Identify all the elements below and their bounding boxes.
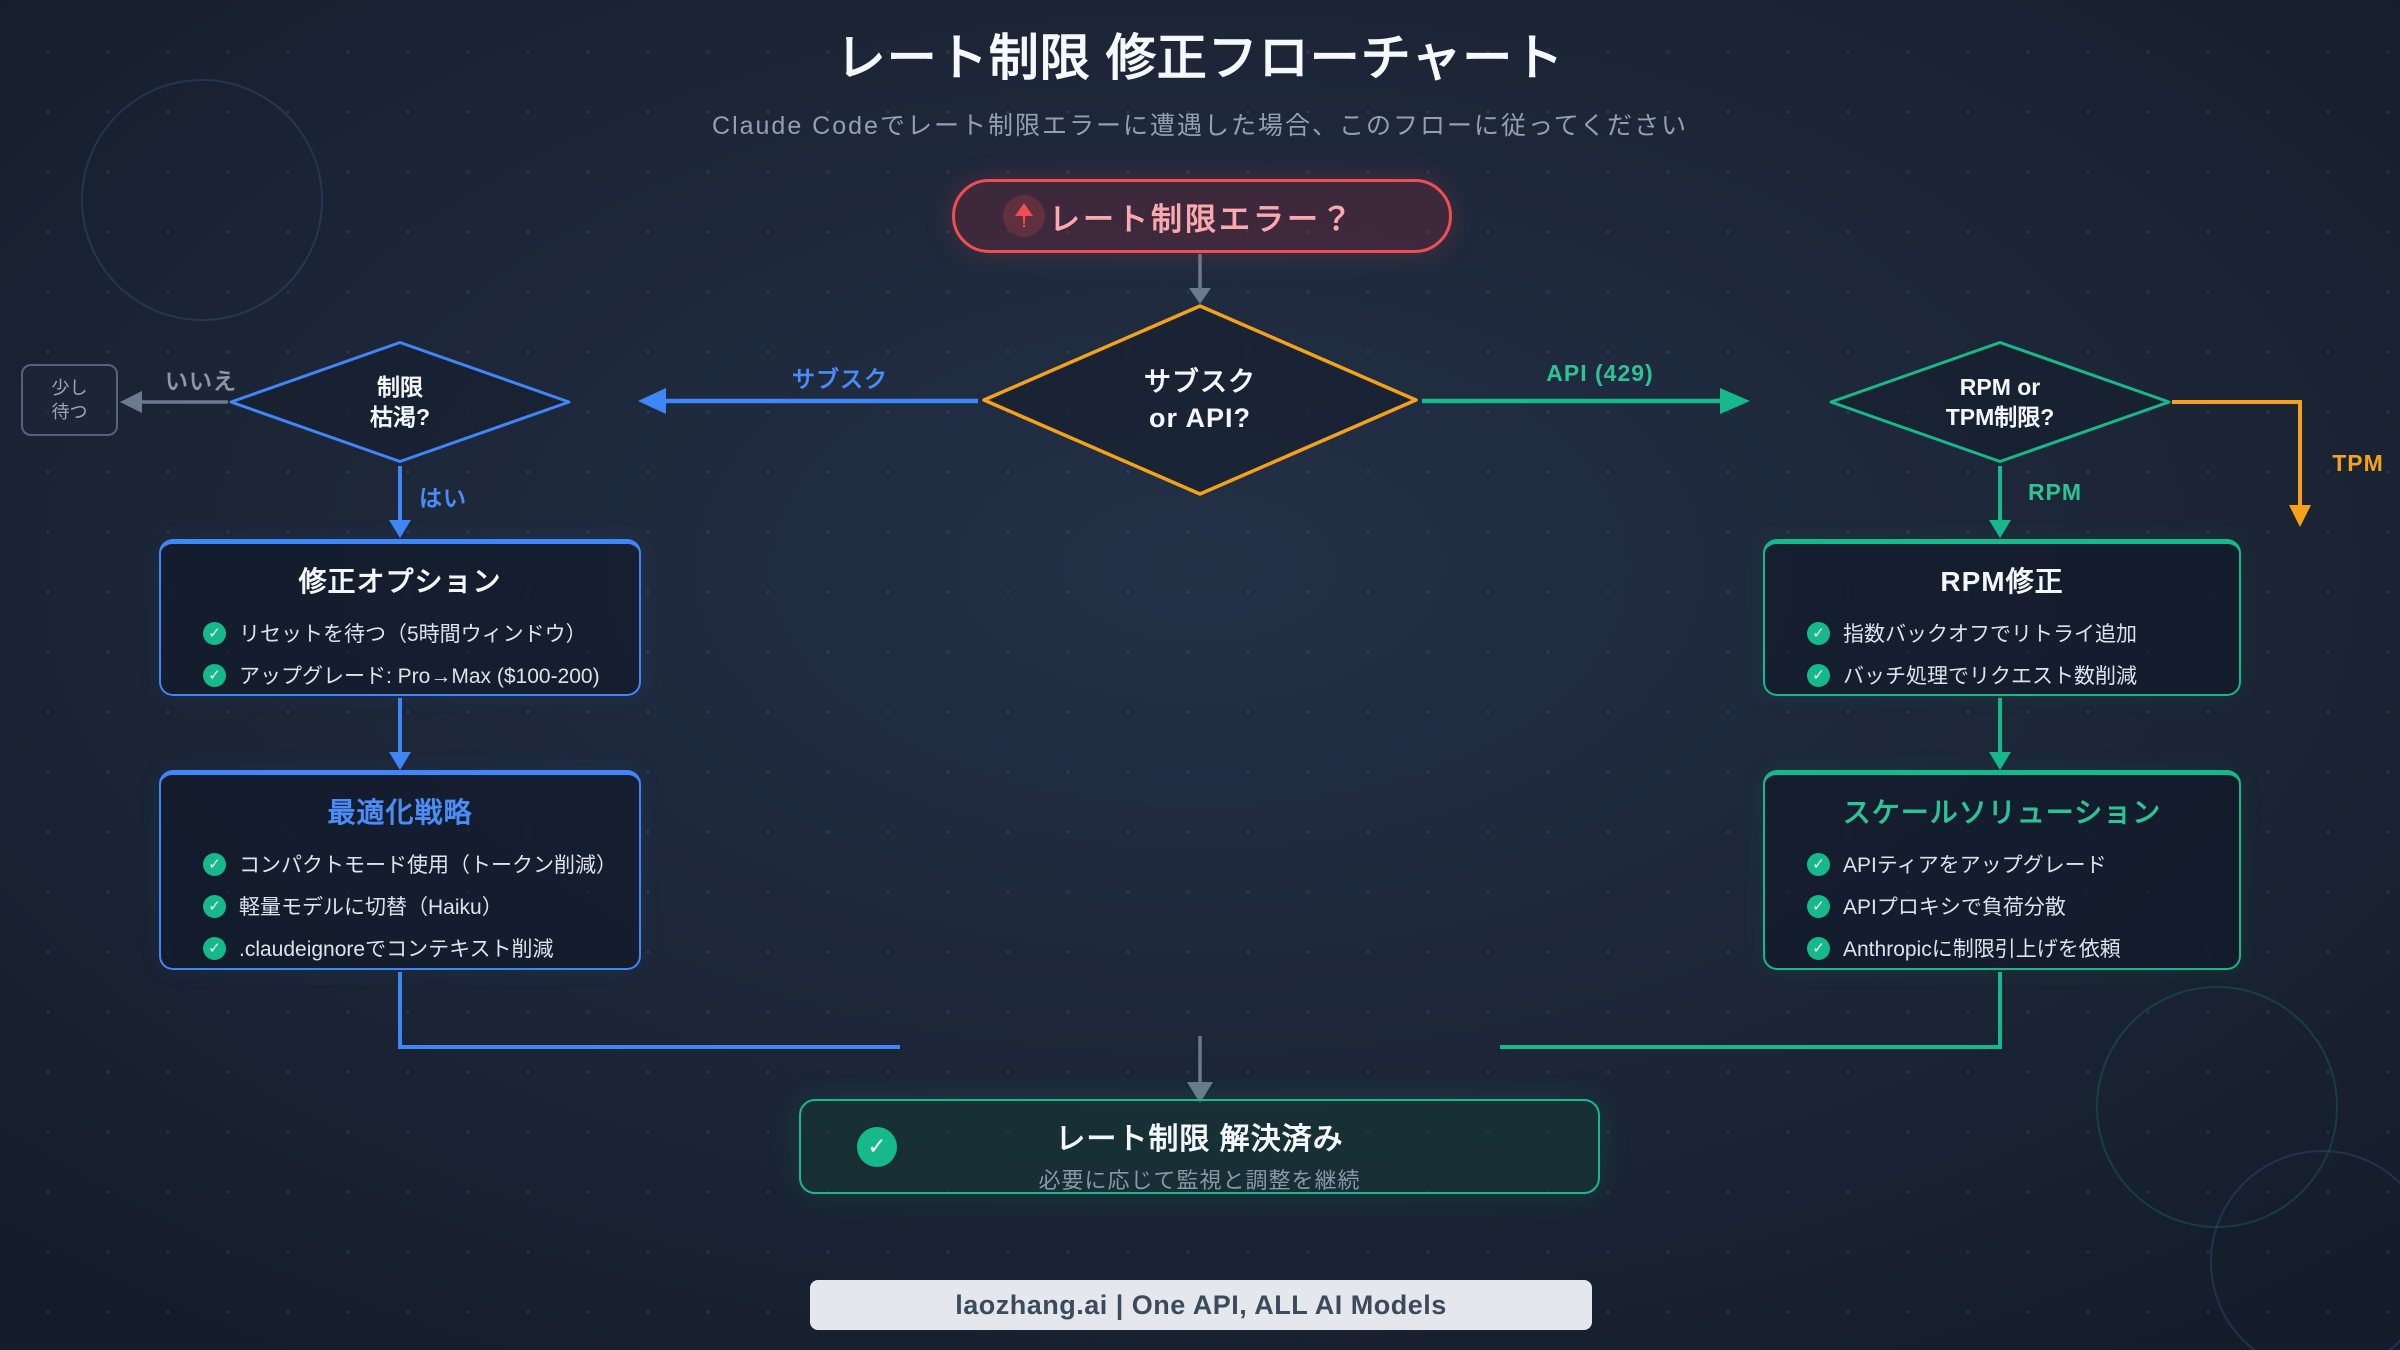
decision-left-line1: 制限	[377, 374, 423, 400]
decision-right-line2: TPM制限?	[1945, 404, 2055, 430]
connector-main-to-right	[1422, 388, 1750, 414]
success-check-icon: ✓	[857, 1126, 897, 1167]
start-node-label: レート制限エラー？	[1049, 201, 1355, 237]
decision-subscription-or-api: サブスク or API?	[980, 303, 1420, 497]
connector-left-to-fixoptions	[389, 466, 411, 538]
connector-left-to-wait	[120, 391, 228, 413]
box-fix-options-title: 修正オプション	[298, 566, 502, 597]
list-item-text: リセットを待つ（5時間ウィンドウ）	[239, 623, 587, 646]
connector-main-to-left	[638, 388, 978, 414]
list-item: ✓ .claudeignoreでコンテキスト削減	[161, 927, 639, 969]
wait-node-line2: 待つ	[51, 402, 88, 422]
edge-label-subscription: サブスク	[792, 366, 888, 392]
decision-left-line2: 枯渇?	[369, 404, 431, 430]
list-item: ✓ 指数バックオフでリトライ追加	[1765, 612, 2239, 654]
connector-tpm-branch	[2172, 400, 2311, 527]
edge-label-tpm: TPM	[2332, 450, 2384, 476]
check-circle-icon: ✓	[1807, 621, 1830, 645]
page-title: レート制限 修正フローチャート	[835, 30, 1565, 86]
connector-right-to-rpmfix	[1989, 466, 2011, 538]
wait-node: 少し 待つ	[21, 364, 118, 436]
resolved-title: レート制限 解決済み	[1055, 1123, 1344, 1156]
check-circle-icon: ✓	[1807, 936, 1830, 960]
list-item-text: Anthropicに制限引上げを依頼	[1843, 938, 2121, 961]
wait-node-line1: 少し	[51, 378, 88, 398]
start-node-rate-limit-error: ! レート制限エラー？	[952, 179, 1452, 253]
list-item-text: APIプロキシで負荷分散	[1843, 896, 2066, 919]
check-circle-icon: ✓	[1807, 852, 1830, 876]
list-item: ✓ リセットを待つ（5時間ウィンドウ）	[161, 612, 639, 654]
resolved-node: ✓ レート制限 解決済み 必要に応じて監視と調整を継続	[799, 1099, 1600, 1194]
connector-merge-to-resolved	[1187, 1036, 1213, 1103]
list-item-text: バッチ処理でリクエスト数削減	[1843, 665, 2137, 688]
check-circle-icon: ✓	[203, 663, 226, 687]
list-item-text: 指数バックオフでリトライ追加	[1843, 623, 2137, 646]
list-item-text: .claudeignoreでコンテキスト削減	[239, 938, 554, 961]
list-item-text: コンパクトモード使用（トークン削減）	[239, 854, 617, 877]
resolved-subtitle: 必要に応じて監視と調整を継続	[1038, 1168, 1361, 1193]
check-circle-icon: ✓	[203, 936, 226, 960]
box-scale-solutions: スケールソリューション ✓ APIティアをアップグレード ✓ APIプロキシで負…	[1763, 770, 2241, 970]
connector-optimization-merge	[398, 972, 900, 1049]
decision-right-line1: RPM or	[1959, 374, 2041, 400]
edge-label-api-429: API (429)	[1546, 360, 1654, 386]
decision-main-line2: or API?	[1148, 403, 1251, 433]
list-item-text: APIティアをアップグレード	[1843, 854, 2107, 877]
list-item: ✓ 軽量モデルに切替（Haiku）	[161, 885, 639, 927]
box-fix-options: 修正オプション ✓ リセットを待つ（5時間ウィンドウ） ✓ アップグレード: P…	[159, 539, 641, 696]
decision-limit-exhausted: 制限 枯渇?	[228, 340, 572, 464]
connector-rpmfix-to-scale	[1989, 698, 2011, 770]
list-item: ✓ APIティアをアップグレード	[1765, 843, 2239, 885]
list-item: ✓ コンパクトモード使用（トークン削減）	[161, 843, 639, 885]
check-circle-icon: ✓	[1807, 663, 1830, 687]
list-item: ✓ アップグレード: Pro→Max ($100-200)	[161, 654, 639, 696]
check-circle-icon: ✓	[203, 894, 226, 918]
edge-label-no: いいえ	[165, 368, 237, 394]
list-item-text: アップグレード: Pro→Max ($100-200)	[239, 665, 600, 688]
decision-rpm-or-tpm: RPM or TPM制限?	[1828, 340, 2172, 464]
box-optimization-strategy: 最適化戦略 ✓ コンパクトモード使用（トークン削減） ✓ 軽量モデルに切替（Ha…	[159, 770, 641, 970]
decision-main-line1: サブスク	[1144, 367, 1256, 397]
list-item: ✓ APIプロキシで負荷分散	[1765, 885, 2239, 927]
list-item-text: 軽量モデルに切替（Haiku）	[239, 896, 503, 919]
list-item: ✓ バッチ処理でリクエスト数削減	[1765, 654, 2239, 696]
edge-label-rpm: RPM	[2027, 479, 2083, 505]
connector-fixoptions-to-optimization	[389, 698, 411, 770]
box-rpm-fix: RPM修正 ✓ 指数バックオフでリトライ追加 ✓ バッチ処理でリクエスト数削減	[1763, 539, 2241, 696]
box-optimization-title: 最適化戦略	[327, 797, 473, 828]
check-circle-icon: ✓	[203, 621, 226, 645]
box-scale-solutions-title: スケールソリューション	[1842, 797, 2162, 828]
page-subtitle: Claude Codeでレート制限エラーに遭遇した場合、このフローに従ってくださ…	[712, 112, 1688, 140]
connector-start-to-main	[1189, 254, 1211, 304]
check-circle-icon: ✓	[1807, 894, 1830, 918]
decorative-circle-corner	[2210, 1150, 2400, 1350]
connector-scale-merge	[1500, 972, 2002, 1049]
check-circle-icon: ✓	[203, 852, 226, 876]
warning-icon: !	[1003, 195, 1045, 237]
list-item: ✓ Anthropicに制限引上げを依頼	[1765, 927, 2239, 969]
decorative-circle-top-left	[81, 79, 323, 321]
box-rpm-fix-title: RPM修正	[1940, 566, 2064, 597]
footer-banner: laozhang.ai | One API, ALL AI Models	[810, 1280, 1592, 1330]
edge-label-yes: はい	[419, 485, 467, 511]
